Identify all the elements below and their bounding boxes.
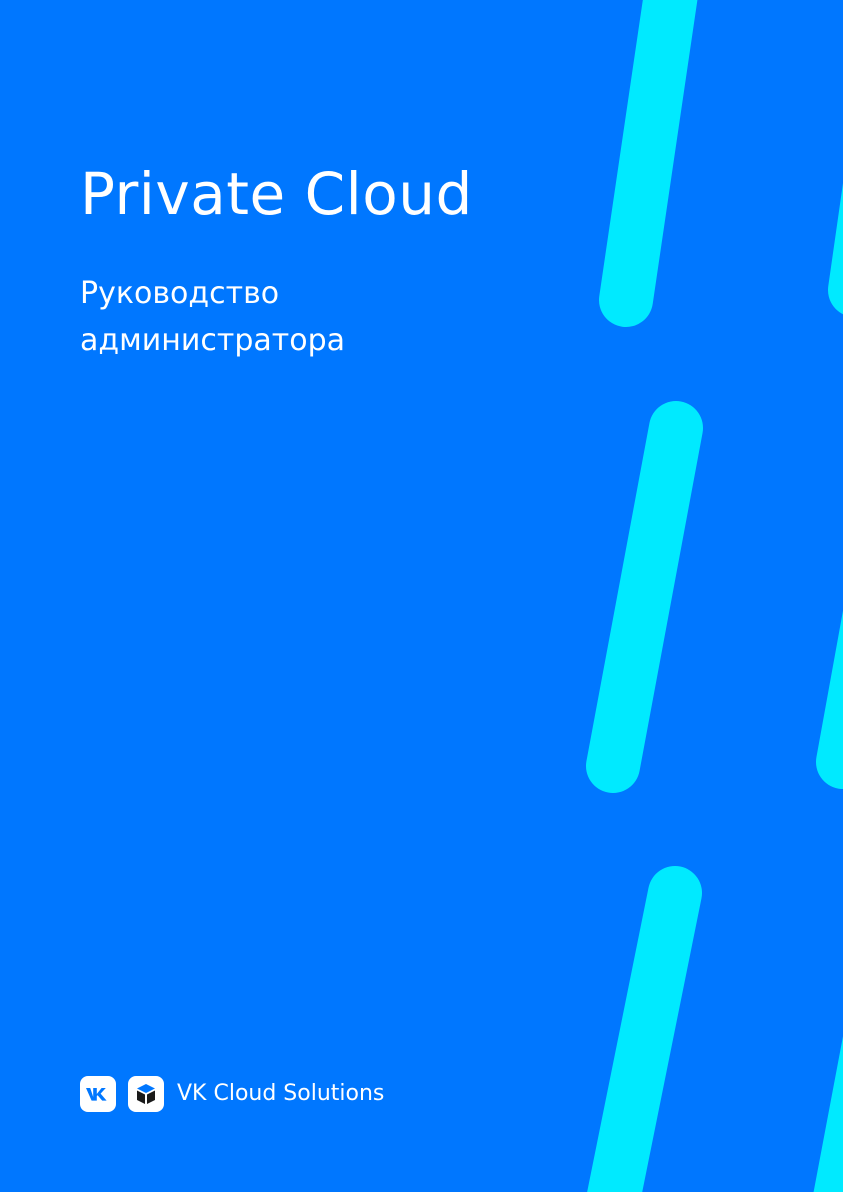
brand-name: VK Cloud Solutions — [177, 1081, 385, 1106]
subtitle-line-1: Руководство — [80, 276, 280, 311]
footer-brand: VK Cloud Solutions — [80, 1076, 384, 1112]
cloud-solutions-cube-icon — [128, 1076, 164, 1112]
stripe-top-center — [599, 0, 698, 327]
document-title: Private Cloud — [80, 160, 473, 228]
subtitle-line-2: администратора — [80, 323, 346, 358]
stripe-bottom-center — [587, 866, 702, 1192]
stripe-middle-center — [586, 401, 703, 793]
stripe-bottom-edge — [813, 1036, 843, 1192]
vk-logo-icon — [80, 1076, 116, 1112]
document-subtitle: Руководство администратора — [80, 270, 345, 364]
